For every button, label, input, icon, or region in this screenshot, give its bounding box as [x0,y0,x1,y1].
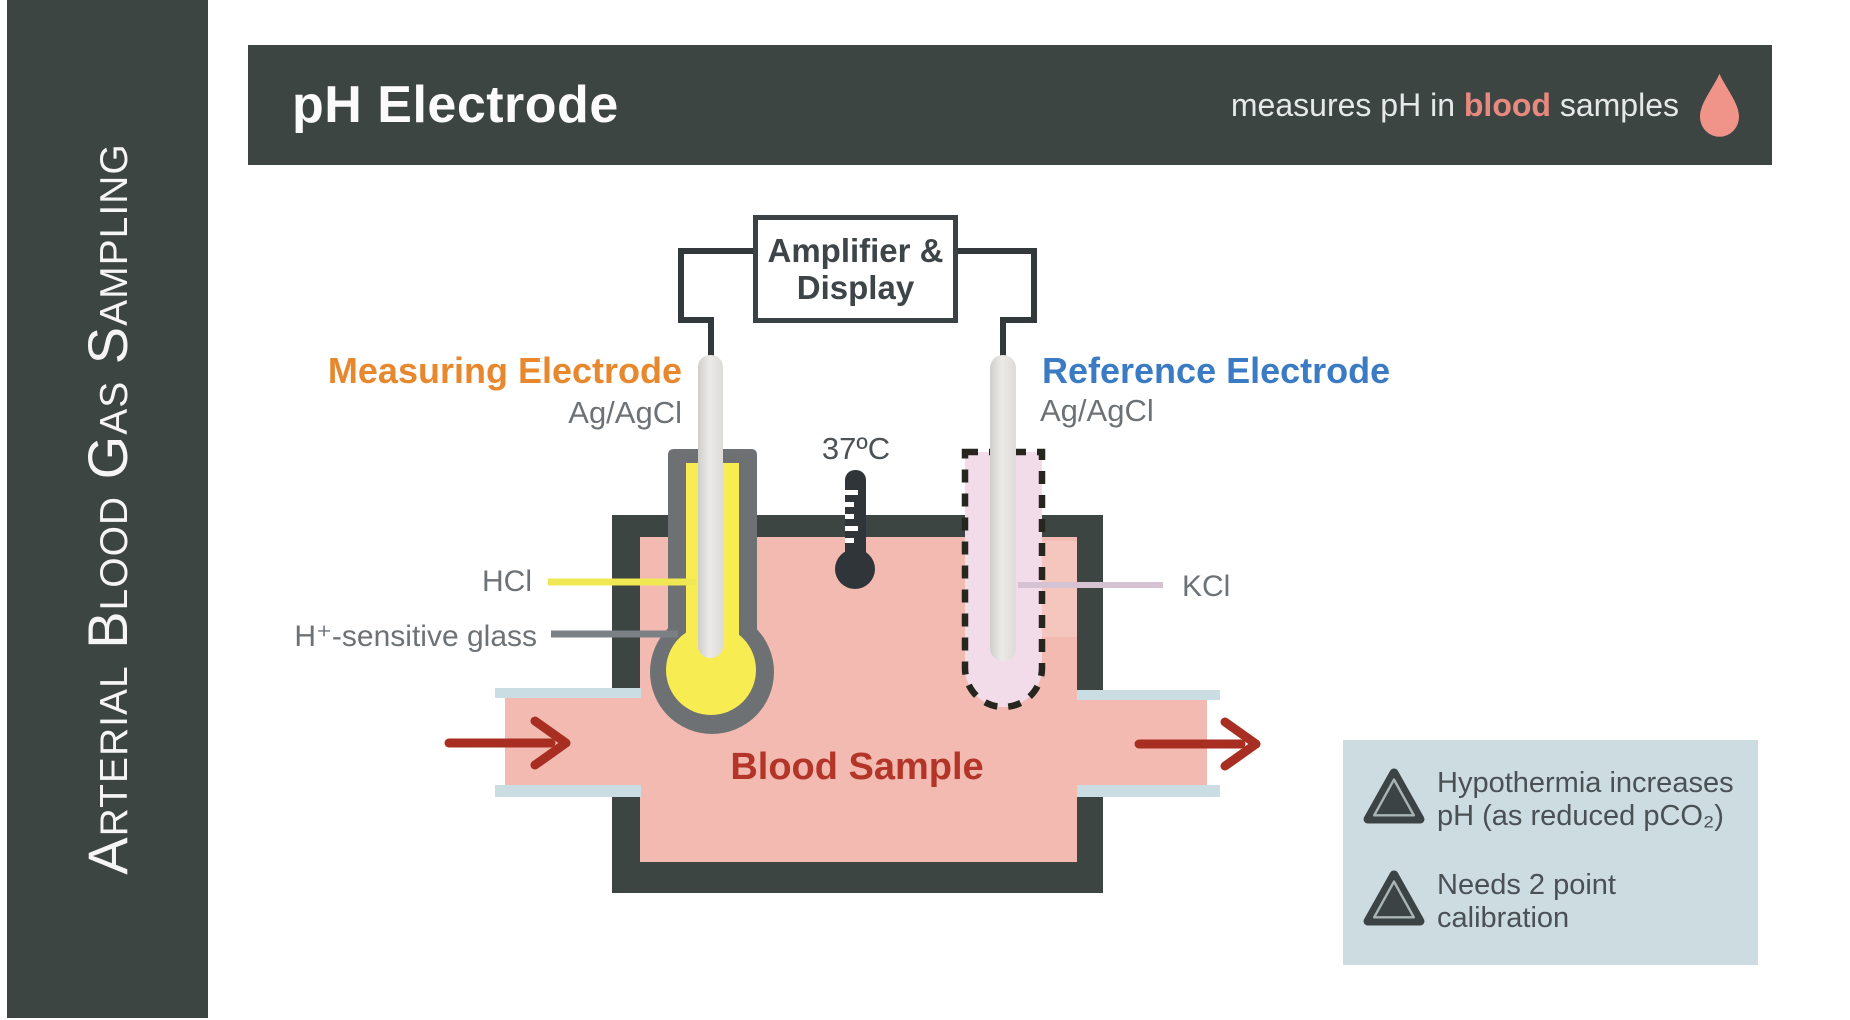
measuring-electrode-rod [698,355,723,658]
warning-triangle-icon [1363,768,1425,824]
header-title: pH Electrode [292,76,619,134]
h-sensitive-glass-label: H⁺-sensitive glass [294,620,537,653]
notes-panel: Hypothermia increases pH (as reduced pCO… [1343,740,1758,965]
note-item: Needs 2 point calibration [1363,869,1738,935]
inlet-pipe-wall-top [495,688,641,698]
sidebar: Arterial Blood Gas Sampling [7,0,208,1018]
blood-sample-label: Blood Sample [730,746,984,788]
blood-drop-icon [1699,73,1740,137]
amplifier-label-line1: Amplifier & [767,232,944,269]
measuring-electrode-material: Ag/AgCl [568,395,682,430]
kcl-label: KCl [1182,570,1231,603]
subtitle-suffix: samples [1550,86,1679,123]
reference-electrode-label: Reference Electrode [1042,350,1391,391]
amplifier-display-box: Amplifier & Display [753,215,958,323]
header-subtitle-group: measures pH in blood samples [1231,72,1740,138]
note-text: Needs 2 point calibration [1437,869,1616,934]
subtitle-prefix: measures pH in [1230,86,1464,123]
header-subtitle: measures pH in blood samples [1231,87,1679,124]
thermometer-icon [835,470,875,589]
flow-arrow-out [1134,717,1261,771]
reference-electrode-rod [990,355,1016,661]
kcl-porous-patch [1040,541,1077,637]
outlet-pipe-wall-bottom [1077,785,1220,797]
outlet-pipe-wall-top [1077,690,1220,700]
header-bar: pH Electrode measures pH in blood sample… [248,45,1772,165]
amplifier-label-line2: Display [796,269,915,306]
hcl-label: HCl [482,565,532,598]
measuring-electrode-body [650,449,774,734]
reference-electrode-wire [958,248,1037,360]
measuring-electrode-label: Measuring Electrode [327,350,682,391]
inlet-pipe-wall-bottom [495,785,641,797]
note-text: Hypothermia increases pH (as reduced pCO… [1437,767,1734,832]
warning-triangle-icon [1363,870,1425,926]
flow-arrow-in [444,716,571,770]
temperature-label: 37ºC [821,431,891,466]
measuring-electrode-wire [678,248,753,360]
reference-electrode-material: Ag/AgCl [1040,393,1154,428]
subtitle-highlight: blood [1463,86,1551,123]
note-item: Hypothermia increases pH (as reduced pCO… [1363,767,1738,833]
